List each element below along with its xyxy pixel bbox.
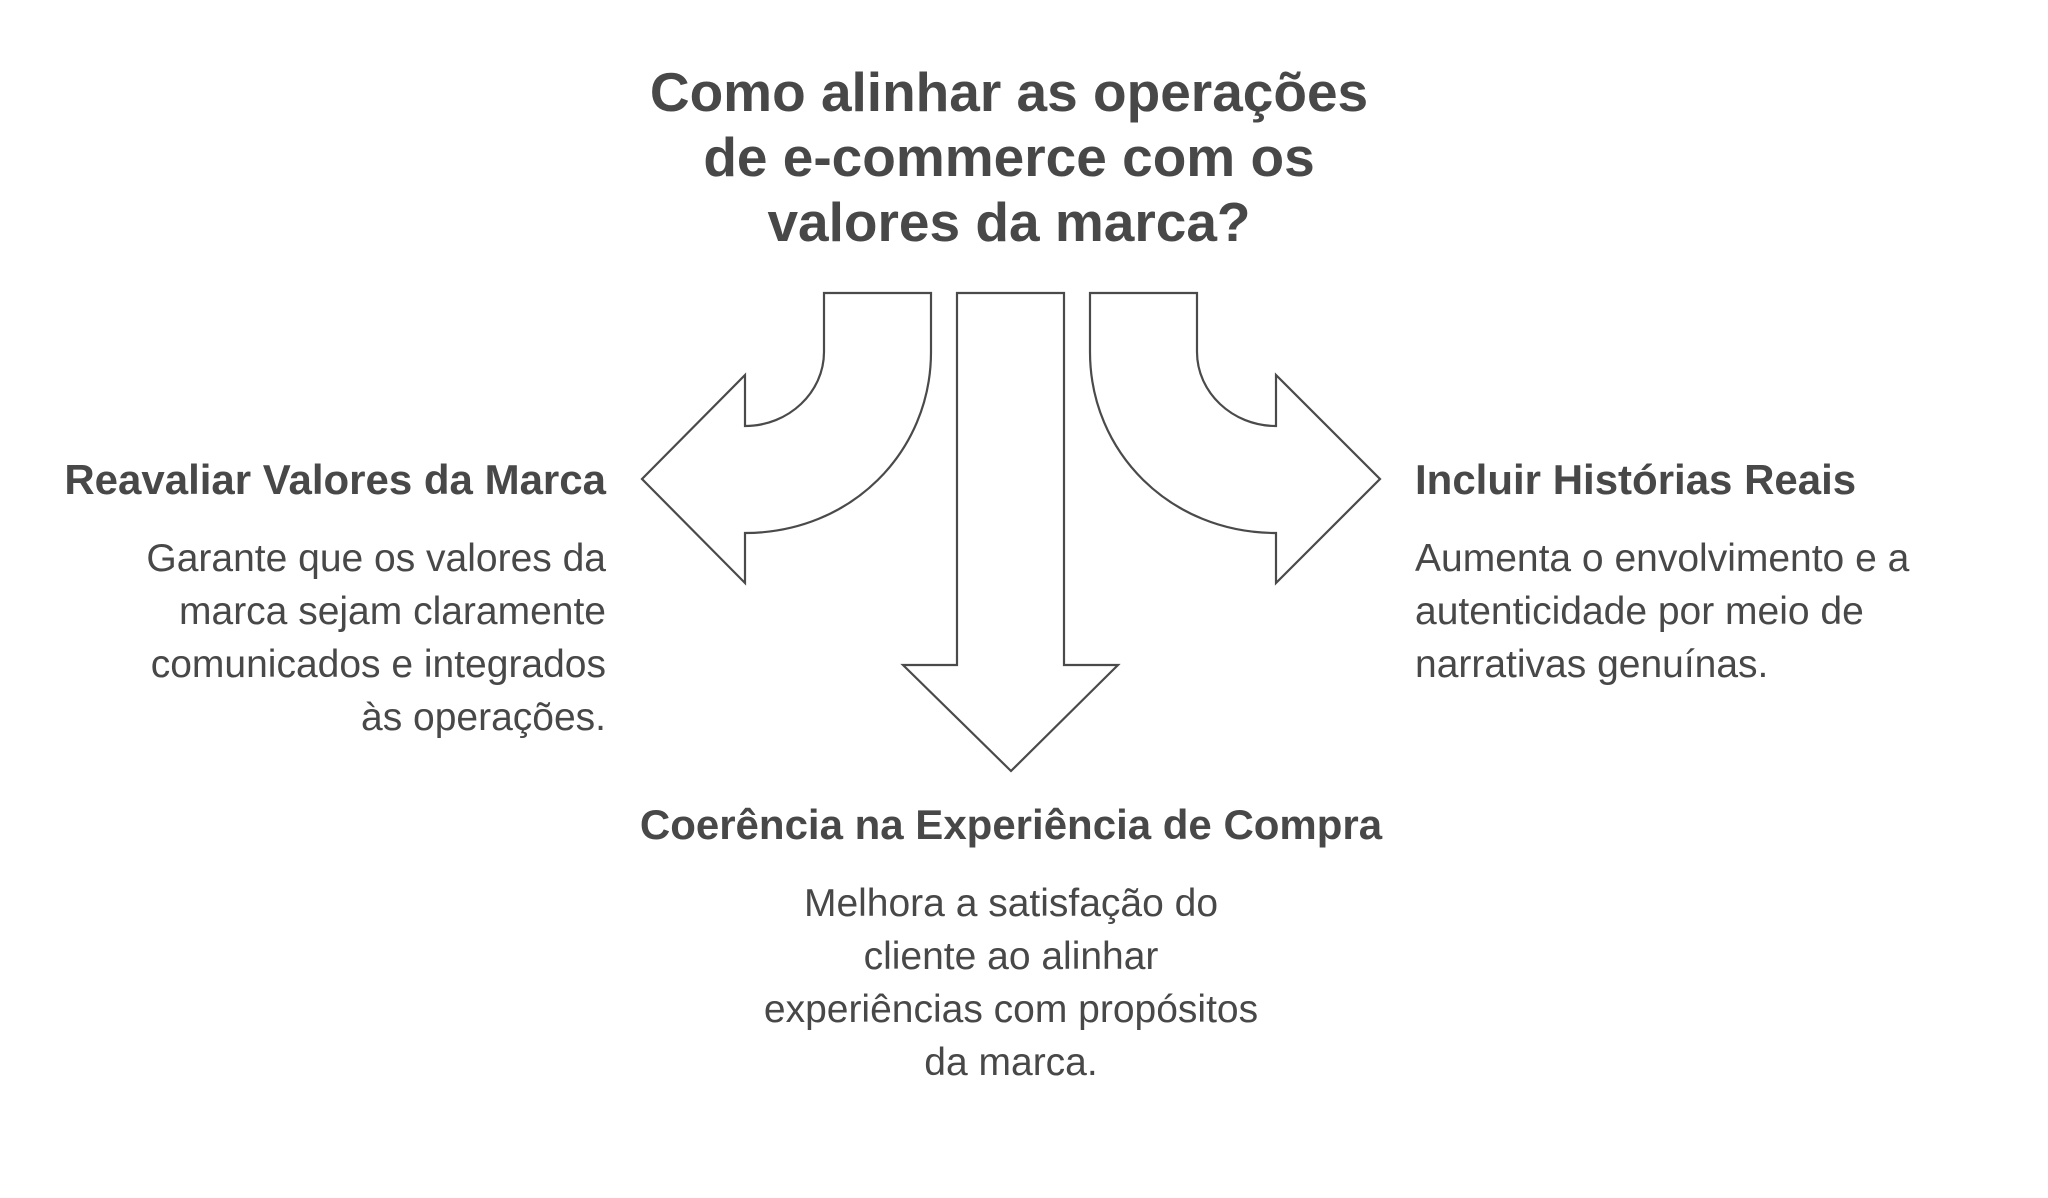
description-line: comunicados e integrados [150, 643, 606, 686]
description-line: Aumenta o envolvimento e a [1415, 537, 1910, 580]
branch-description: Garante que os valores da marca sejam cl… [64, 532, 606, 744]
curved-arrow-right-icon [1088, 291, 1382, 586]
title-line-3: valores da marca? [767, 191, 1251, 253]
description-line: autenticidade por meio de [1415, 590, 1864, 633]
branch-coerencia-experiencia: Coerência na Experiência de Compra Melho… [561, 800, 1461, 1089]
title-line-1: Como alinhar as operações [649, 61, 1369, 123]
description-line: cliente ao alinhar [863, 935, 1159, 978]
diagram-title: Como alinhar as operações de e-commerce … [574, 60, 1444, 255]
description-line: da marca. [924, 1041, 1098, 1084]
branch-heading: Reavaliar Valores da Marca [64, 456, 606, 503]
branch-incluir-historias: Incluir Histórias Reais Aumenta o envolv… [1415, 455, 1909, 691]
description-line: Garante que os valores da [146, 537, 606, 580]
description-line: às operações. [361, 696, 606, 739]
branch-heading: Coerência na Experiência de Compra [639, 801, 1383, 848]
arrow-down-icon [900, 291, 1121, 773]
branch-description: Aumenta o envolvimento e a autenticidade… [1415, 532, 1909, 691]
branch-heading: Incluir Histórias Reais [1415, 456, 1857, 503]
description-line: narrativas genuínas. [1415, 643, 1769, 686]
branch-reavaliar-valores: Reavaliar Valores da Marca Garante que o… [64, 455, 606, 744]
branch-description: Melhora a satisfação do cliente ao alinh… [561, 877, 1461, 1089]
curved-arrow-left-icon [640, 291, 933, 586]
description-line: marca sejam claramente [179, 590, 606, 633]
title-line-2: de e-commerce com os [703, 126, 1315, 188]
description-line: Melhora a satisfação do [803, 882, 1219, 925]
description-line: experiências com propósitos [763, 988, 1259, 1031]
